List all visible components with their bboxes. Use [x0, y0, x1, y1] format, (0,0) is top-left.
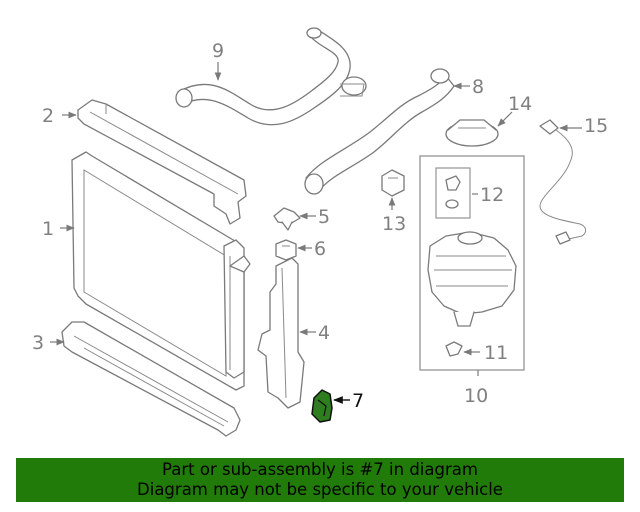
callout-5: 5 — [318, 206, 330, 228]
part-2-upper-bracket — [77, 99, 247, 225]
part-13-fitting — [381, 169, 405, 197]
part-5-clip — [273, 207, 301, 231]
callout-14: 14 — [508, 93, 532, 115]
callout-4: 4 — [318, 322, 330, 344]
banner-line-1: Part or sub-assembly is #7 in diagram — [162, 460, 478, 479]
callout-1: 1 — [42, 218, 54, 240]
leader-lines — [50, 62, 582, 404]
callout-10: 10 — [464, 385, 488, 407]
reservoir-tank — [427, 231, 517, 327]
callout-13: 13 — [382, 213, 406, 235]
callout-3: 3 — [32, 332, 44, 354]
parts-diagram: 1 2 3 4 5 6 7 8 9 10 11 12 13 14 15 — [32, 27, 608, 437]
part-3-lower-shroud — [61, 321, 241, 437]
callout-8: 8 — [472, 76, 484, 98]
part-10-reservoir-box — [419, 155, 525, 371]
part-9-upper-hose — [175, 27, 367, 126]
part-4-side-deflector — [257, 257, 305, 409]
part-14-cap — [445, 119, 499, 147]
part-12-inset — [435, 167, 471, 219]
callout-6: 6 — [314, 238, 326, 260]
callout-7: 7 — [352, 390, 364, 412]
callout-12: 12 — [480, 184, 504, 206]
info-banner: Part or sub-assembly is #7 in diagram Di… — [16, 458, 624, 502]
callout-15: 15 — [584, 115, 608, 137]
part-1-radiator — [71, 151, 251, 391]
part-7-bracket-highlighted — [311, 389, 333, 423]
callout-11: 11 — [484, 342, 508, 364]
callout-2: 2 — [42, 105, 54, 127]
part-15-sensor-cable — [539, 119, 587, 245]
callouts: 1 2 3 4 5 6 7 8 9 10 11 12 13 14 15 — [32, 40, 608, 412]
callout-9: 9 — [212, 40, 224, 62]
part-11-clip — [445, 341, 463, 357]
part-6-clip — [275, 239, 297, 261]
banner-line-2: Diagram may not be specific to your vehi… — [137, 480, 503, 499]
